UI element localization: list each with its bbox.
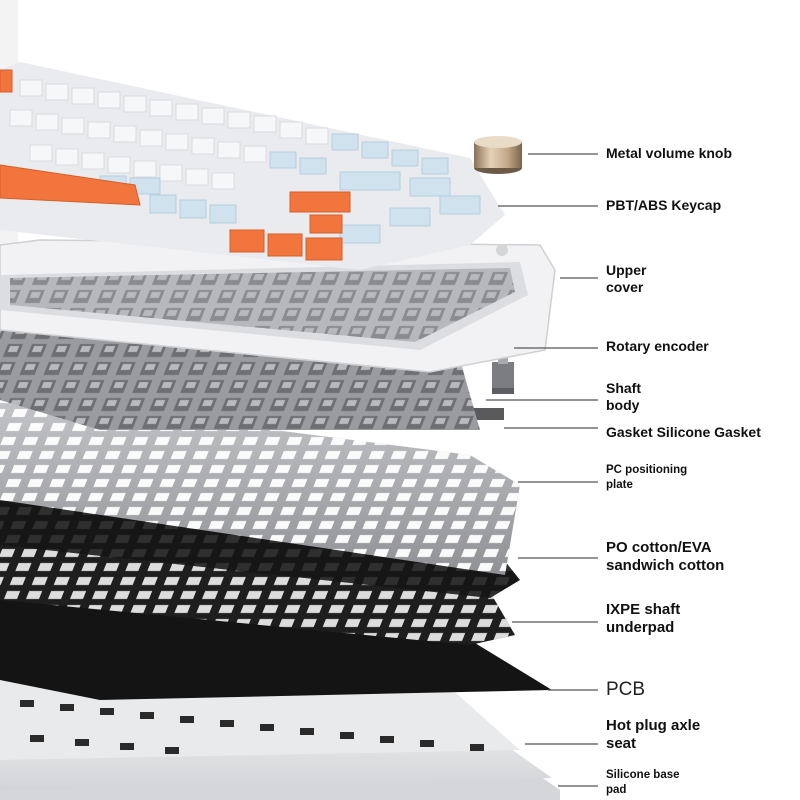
metal-volume-knob — [474, 136, 522, 174]
pc-positioning-plate — [0, 395, 520, 575]
label-gasket: Gasket Silicone Gasket — [606, 424, 761, 440]
label-upper-cover: Upper cover — [606, 262, 647, 295]
label-silicone-base-pad: Silicone base pad — [606, 769, 680, 796]
pcb-board — [0, 585, 552, 700]
label-shaft-body: Shaft body — [606, 380, 641, 413]
label-ixpe-underpad: IXPE shaft underpad — [606, 601, 681, 636]
label-pcb: PCB — [606, 679, 646, 700]
callout-lines — [486, 153, 598, 787]
label-hot-plug-seat: Hot plug axle seat — [606, 717, 701, 752]
label-rotary-encoder: Rotary encoder — [606, 338, 709, 354]
label-metal-volume-knob: Metal volume knob — [606, 145, 733, 161]
label-keycap: PBT/ABS Keycap — [606, 197, 722, 213]
label-pc-plate: PC positioning plate — [606, 464, 688, 491]
upper-cover-frame — [0, 239, 556, 373]
keycap-set — [0, 62, 505, 270]
label-po-cotton: PO cotton/EVA sandwich cotton — [606, 539, 725, 574]
gasket-silicone — [472, 408, 504, 420]
